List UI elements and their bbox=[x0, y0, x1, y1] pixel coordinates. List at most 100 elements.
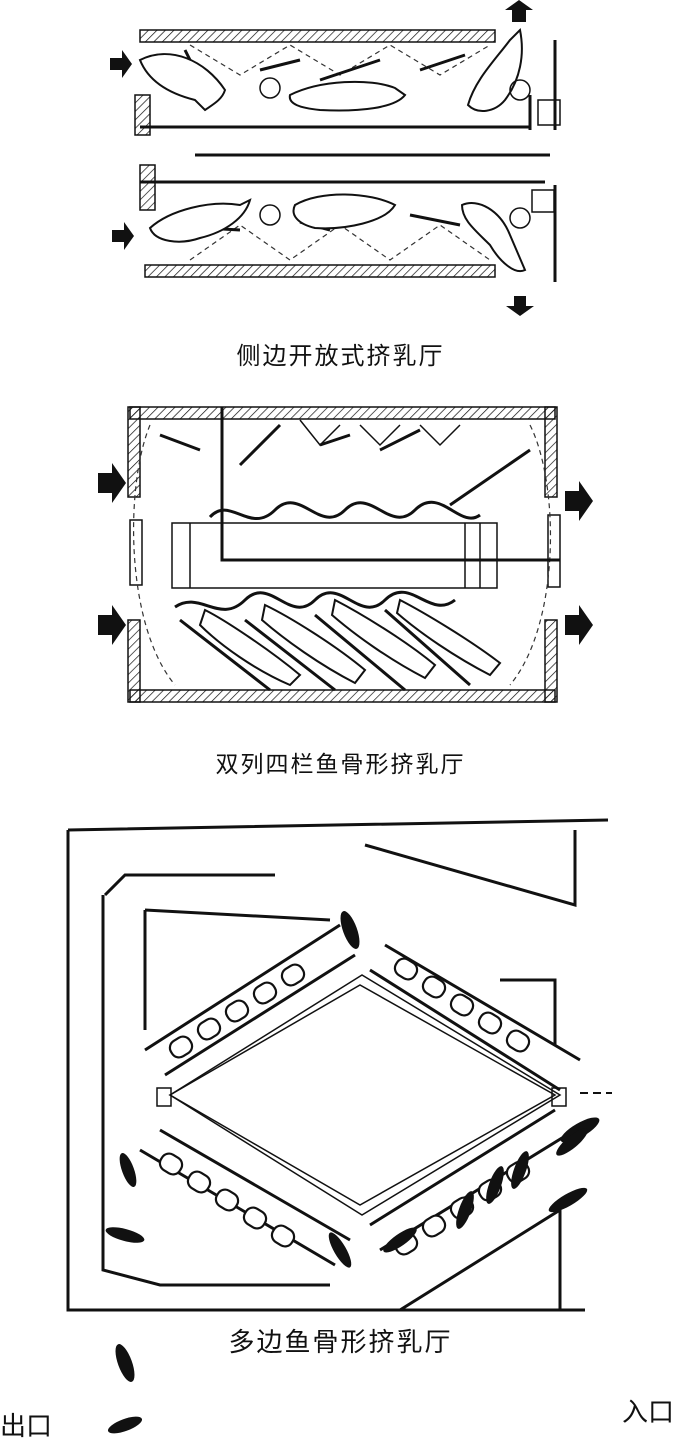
upper-cow-middle bbox=[288, 80, 407, 112]
double-herringbone-panel: 双列四栏鱼骨形挤乳厅 bbox=[0, 395, 681, 785]
lower-cow-right bbox=[460, 202, 527, 273]
upper-left-rails bbox=[144, 923, 356, 1077]
stall bbox=[242, 1206, 268, 1230]
upper-exit-arrow bbox=[505, 0, 533, 22]
lower-milking-unit-2 bbox=[509, 207, 531, 229]
stall bbox=[168, 1035, 194, 1059]
lower-milking-unit-1 bbox=[259, 204, 281, 226]
lower-left-wall bbox=[139, 164, 156, 211]
upper-left-stalls bbox=[144, 923, 356, 1077]
upper-stall-rails bbox=[159, 423, 531, 507]
right-gate bbox=[547, 514, 561, 588]
polygon-herringbone-diagram bbox=[66, 818, 612, 1434]
moving-cows bbox=[105, 911, 600, 1434]
lower-right-box bbox=[531, 189, 555, 213]
stall bbox=[270, 1224, 296, 1248]
upper-cow-left bbox=[138, 53, 227, 112]
stall bbox=[280, 963, 306, 987]
lower-cow-left bbox=[148, 198, 252, 243]
stall bbox=[186, 1170, 212, 1194]
herringbone-cow-1 bbox=[198, 608, 302, 687]
entrance-label: 入口 bbox=[622, 1398, 675, 1428]
upper-left-wall bbox=[134, 94, 151, 136]
exit-arrow-top bbox=[565, 481, 593, 521]
upper-stall-row bbox=[110, 0, 561, 136]
caption-side-open-parlor: 侧边开放式挤乳厅 bbox=[236, 342, 445, 370]
stall bbox=[196, 1017, 222, 1041]
right-walkway-curve bbox=[509, 424, 552, 686]
herringbone-right-wall-bottom bbox=[544, 619, 558, 703]
stall bbox=[252, 981, 278, 1005]
lower-cow-middle bbox=[292, 193, 397, 230]
cow-silhouette bbox=[556, 1128, 588, 1156]
lower-entry-arrow bbox=[112, 222, 134, 250]
upper-right-stalls bbox=[369, 943, 581, 1092]
upper-right-rails bbox=[369, 943, 581, 1092]
stall bbox=[393, 957, 419, 981]
herringbone-right-wall-top bbox=[544, 406, 558, 498]
upper-milking-unit-2 bbox=[509, 79, 531, 101]
stall bbox=[505, 1029, 531, 1053]
cow-silhouette bbox=[328, 1232, 352, 1268]
upper-feed-troughs bbox=[299, 419, 461, 447]
building-outline bbox=[66, 818, 609, 1312]
polygon-herringbone-panel: 出口 入口 多边鱼骨形挤乳厅 bbox=[0, 810, 681, 1442]
herringbone-top-wall bbox=[129, 406, 556, 420]
caption-polygon-herringbone-parlor: 多边鱼骨形挤乳厅 bbox=[228, 1328, 453, 1358]
exit-arrow-bottom bbox=[565, 605, 593, 645]
lower-right-rails bbox=[369, 1108, 576, 1252]
left-gate bbox=[129, 519, 143, 586]
herringbone-cow-3 bbox=[330, 598, 437, 680]
stall bbox=[158, 1152, 184, 1176]
cow-silhouette bbox=[548, 1187, 588, 1213]
upper-hatched-wall bbox=[139, 29, 496, 43]
cow-silhouette bbox=[119, 1152, 137, 1188]
lower-left-stalls bbox=[139, 1128, 351, 1267]
side-open-parlor-diagram bbox=[110, 0, 561, 316]
lower-stall-row bbox=[112, 164, 557, 316]
cow-silhouette bbox=[511, 1151, 529, 1189]
cow-silhouette bbox=[456, 1191, 474, 1229]
left-inner-enclosure bbox=[101, 873, 330, 1287]
left-walkway-curve bbox=[132, 424, 176, 686]
stall bbox=[477, 1011, 503, 1035]
double-herringbone-diagram bbox=[98, 406, 593, 703]
upper-stall-dividers bbox=[189, 44, 491, 76]
herringbone-bottom-wall bbox=[129, 689, 556, 703]
upper-curb-wave bbox=[208, 501, 481, 521]
lower-hatched-wall bbox=[144, 264, 496, 278]
upper-entry-arrow bbox=[110, 50, 132, 78]
pipeline bbox=[220, 407, 560, 562]
upper-milking-unit-1 bbox=[259, 77, 281, 99]
herringbone-left-wall-top bbox=[127, 406, 141, 498]
herringbone-left-wall-bottom bbox=[127, 619, 141, 703]
cow-silhouette bbox=[105, 1227, 145, 1243]
entry-arrow-bottom bbox=[98, 605, 126, 645]
central-pit bbox=[168, 984, 557, 1206]
upper-cow-right bbox=[466, 27, 523, 112]
herringbone-cows bbox=[198, 598, 502, 687]
lower-left-rails bbox=[139, 1128, 351, 1267]
lower-curb-wave bbox=[174, 590, 456, 611]
side-open-parlor-panel: 侧边开放式挤乳厅 bbox=[0, 0, 681, 390]
stall bbox=[214, 1188, 240, 1212]
caption-double-herringbone-parlor: 双列四栏鱼骨形挤乳厅 bbox=[215, 752, 466, 778]
cow-silhouette bbox=[486, 1166, 504, 1204]
stall bbox=[421, 1214, 447, 1238]
exit-label: 出口 bbox=[0, 1412, 53, 1442]
cow-silhouette bbox=[107, 1416, 143, 1434]
herringbone-cow-4 bbox=[395, 598, 502, 677]
upper-right-box bbox=[537, 99, 561, 126]
stall bbox=[224, 999, 250, 1023]
cow-silhouette bbox=[340, 911, 360, 949]
pit-outer-edge bbox=[168, 974, 562, 1216]
exit-gate bbox=[156, 1087, 172, 1107]
stall bbox=[421, 975, 447, 999]
cow-silhouette bbox=[383, 1227, 417, 1253]
operator-pit bbox=[171, 522, 498, 589]
stall bbox=[449, 993, 475, 1017]
lower-stall-rails bbox=[179, 608, 471, 692]
right-upper-pen bbox=[364, 830, 577, 1045]
herringbone-cow-2 bbox=[260, 603, 367, 685]
lower-exit-arrow bbox=[506, 296, 534, 316]
